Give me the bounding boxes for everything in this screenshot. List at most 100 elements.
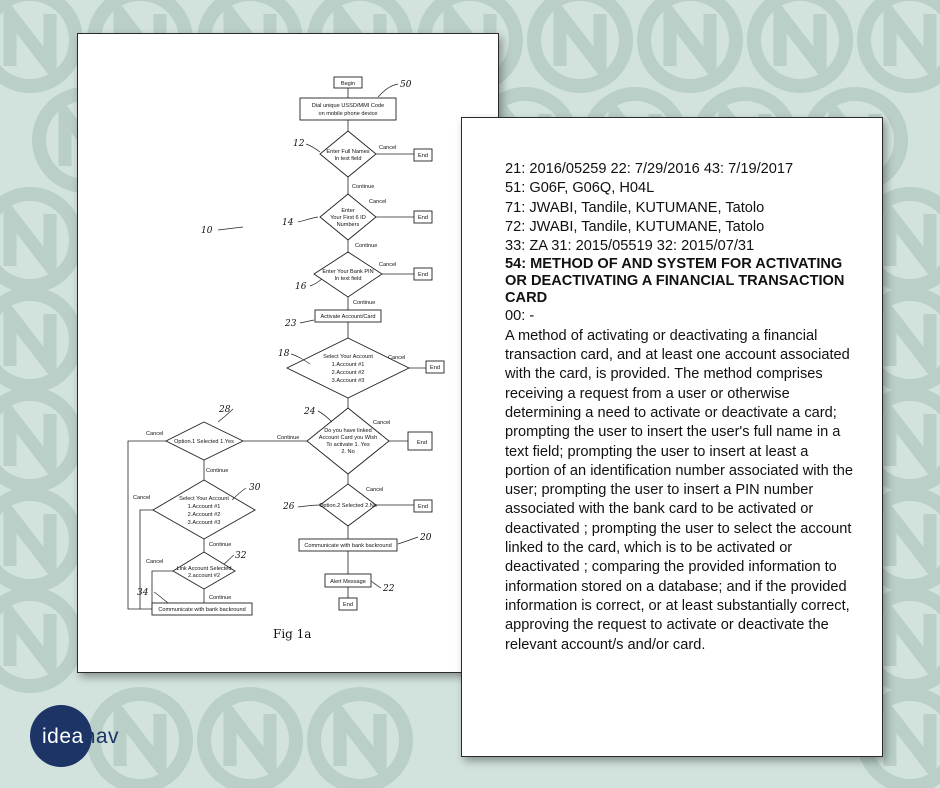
patent-line-00: 00: - [505,308,535,325]
dial-label-2: on mobile phone device [318,111,377,117]
end-box-3 [413,267,433,281]
linked-label-1: Do you have linked [324,428,372,434]
cancel-label-9: Cancel [146,559,163,565]
patent-drawing-sheet: Begin Dial unique USSD/MMI Code on mobil… [77,33,499,673]
activate-label: Activate Account/Card [320,314,375,320]
ref-16: 16 [295,282,307,292]
left-select-label-4: 3.Account #3 [188,520,221,526]
pin-label-2: In text field [334,276,361,282]
select-label-2: 1.Account #1 [332,362,365,368]
select-decision [285,337,411,399]
end-box-bottom [338,597,358,611]
option1-label: Option.1 Selected 1.Yes [174,439,234,445]
ref-34: 34 [137,588,149,598]
figure-caption: Fig 1a [273,627,311,641]
communicate-label: Communicate with bank backround [304,543,391,549]
cancel-label-2: Cancel [369,199,386,205]
id-decision [319,193,377,241]
cancel-label-4: Cancel [388,355,405,361]
linked-decision [306,407,390,475]
linked-label-4: 2. No [341,449,354,455]
alert-box [324,573,372,588]
patent-text-sheet: 21: 2016/05259 22: 7/29/2016 43: 7/19/20… [461,117,883,757]
ideanav-logo-icon [30,705,92,767]
left-select-label-3: 2.Account #2 [188,512,221,518]
end-label-bottom: End [343,602,353,608]
link-label-2: 2.account #2 [188,573,220,579]
ref-24: 24 [303,407,316,417]
continue-label-3: Continue [353,300,375,306]
option2-label: Option.2 Selected 2.No [319,503,377,509]
names-label-2: In text field [334,156,361,162]
ideanav-wordmark-end: nav [83,725,120,748]
cancel-label-3: Cancel [379,262,396,268]
cancel-label-6: Cancel [366,487,383,493]
left-select-label-2: 1.Account #1 [188,504,221,510]
cancel-label-1: Cancel [379,145,396,151]
patent-text-block: 21: 2016/05259 22: 7/29/2016 43: 7/19/20… [505,160,855,655]
ref-14: 14 [282,218,294,228]
linked-label-3: To activate 1. Yes [326,442,370,448]
id-label-1: Enter [341,208,355,214]
begin-label: Begin [341,81,355,87]
cancel-label-8: Cancel [133,495,150,501]
cancel-label-7: Cancel [146,431,163,437]
patent-line-33: 33: ZA 31: 2015/05519 32: 2015/07/31 [505,238,755,255]
ideanav-wordmark-start: idea [42,725,84,748]
patent-line-71: 71: JWABI, Tandile, KUTUMANE, Tatolo [505,199,765,216]
left-select-label-1: Select Your Account [179,496,229,502]
end-label-1: End [418,153,428,159]
ref-30: 30 [249,483,261,493]
ref-18: 18 [278,349,290,359]
patent-line-51: 51: G06F, G06Q, H04L [505,180,655,197]
end-label-4: End [430,365,440,371]
ref-28: 28 [218,405,231,415]
cancel-label-5: Cancel [373,420,390,426]
dial-label-1: Dial unique USSD/MMI Code [312,103,384,109]
continue-label-6: Continue [209,542,231,548]
select-label-3: 2.Account #2 [332,370,365,376]
end-box-2 [413,210,433,224]
end-label-5: End [417,440,427,446]
ref-20: 20 [419,533,432,543]
ideanav-wordmark: ideanav [42,725,119,749]
continue-label-1: Continue [352,184,374,190]
patent-abstract: A method of activating or deactivating a… [505,327,854,653]
ref-26: 26 [282,502,295,512]
begin-box [333,76,363,89]
end-box-1 [413,148,433,162]
continue-label-2: Continue [355,243,377,249]
end-box-4 [425,360,445,374]
left-communicate-box [151,602,253,616]
left-communicate-label: Communicate with bank backround [158,607,245,613]
left-select-decision [152,479,256,540]
option2-decision [319,483,377,527]
ideanav-logo: ideanav [28,703,158,769]
continue-label-5: Continue [206,468,228,474]
link-decision [172,551,236,590]
ref-10: 10 [201,226,213,236]
ref-32: 32 [235,551,247,561]
ref-12: 12 [293,139,305,149]
patent-line-72: 72: JWABI, Tandile, KUTUMANE, Tatolo [505,218,765,235]
pin-decision [313,251,383,298]
pin-label-1: Enter Your Bank PIN [322,269,373,275]
communicate-box [298,538,398,552]
continue-label-7: Continue [209,595,231,601]
select-label-1: Select Your Account [323,354,373,360]
activate-box [314,309,382,323]
continue-label-4: Continue [277,435,299,441]
names-label-1: Enter Full Names [326,149,369,155]
patent-line-21: 21: 2016/05259 22: 7/29/2016 43: 7/19/20… [505,161,794,177]
ref-22: 22 [382,584,395,594]
option1-decision [164,421,245,461]
end-label-3: End [418,272,428,278]
dial-box [299,97,397,121]
id-label-3: Numbers [337,222,360,228]
end-label-2: End [418,215,428,221]
flowchart-diagram: Begin Dial unique USSD/MMI Code on mobil… [127,76,445,641]
ref-23: 23 [284,319,297,329]
end-box-6 [413,499,433,513]
select-label-4: 3.Account #3 [332,378,365,384]
alert-label: Alert Message [330,579,366,585]
